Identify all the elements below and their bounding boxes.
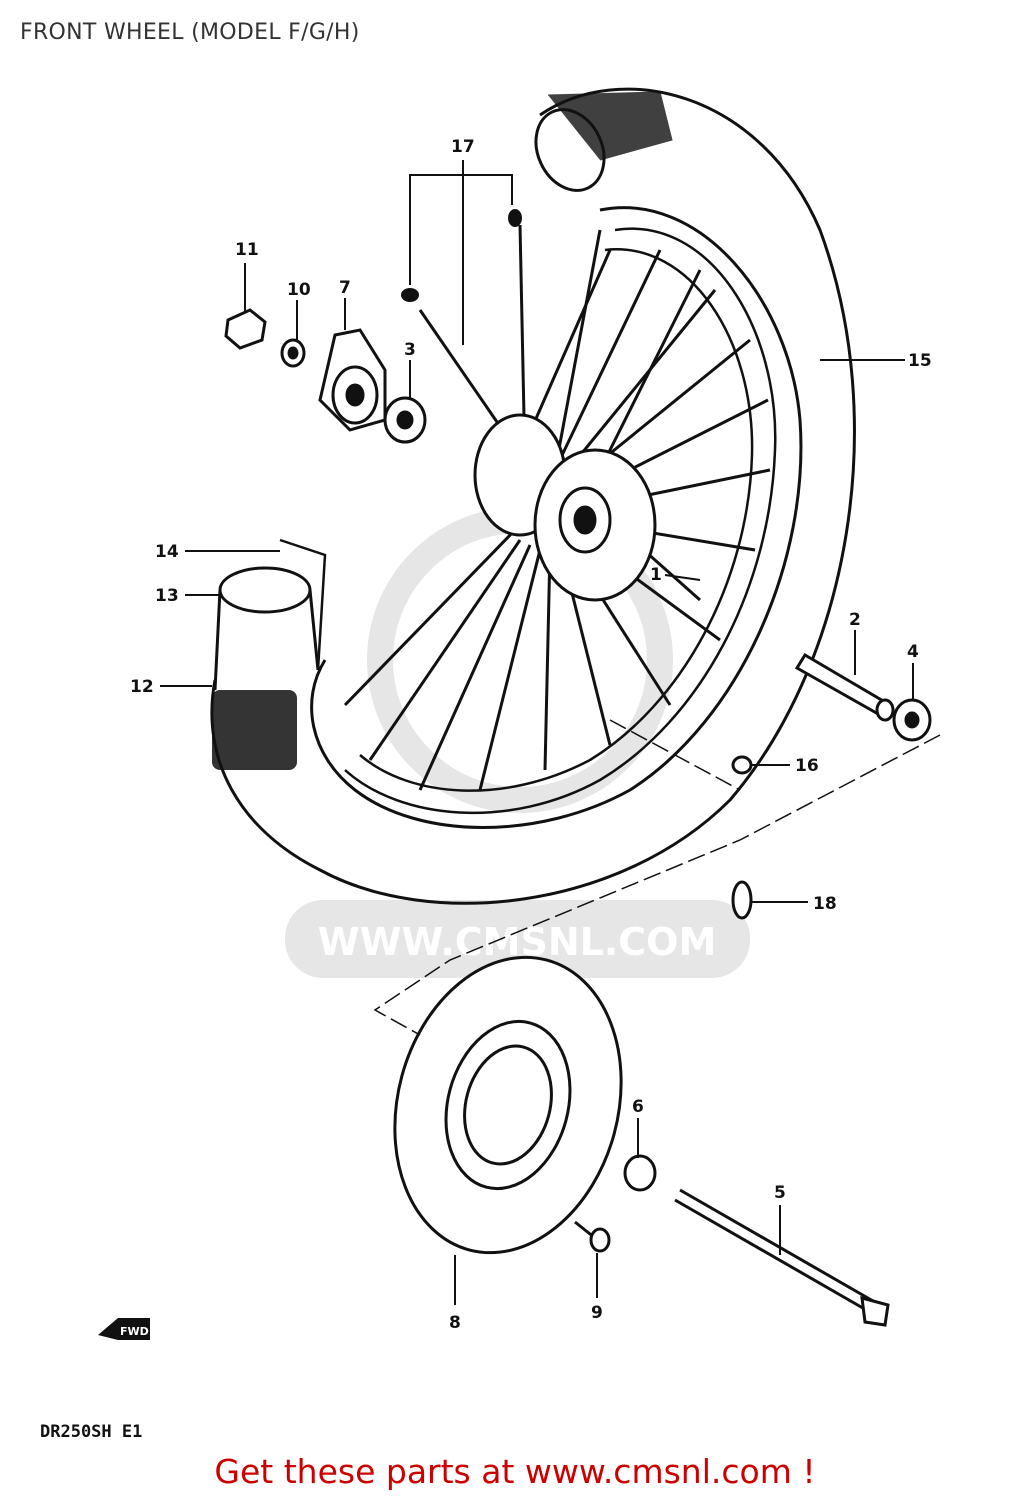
callout-2: 2: [849, 610, 861, 630]
hub: [473, 413, 657, 602]
callout-12: 12: [130, 677, 154, 697]
washer: [280, 338, 306, 368]
front-direction-arrow: FWD: [98, 1318, 150, 1340]
rim-lock-nut: [731, 880, 753, 920]
callout-10: 10: [287, 280, 311, 300]
rim: [344, 227, 777, 815]
bearing-right: [892, 698, 932, 742]
callout-3: 3: [404, 340, 416, 360]
tire-tread-left: [212, 690, 297, 770]
brake-disc: [393, 955, 623, 1255]
watermark: WWW.CMSNL.COM: [285, 507, 750, 978]
rim-band: [279, 538, 327, 671]
leader-lines: [160, 160, 914, 1305]
callout-16: 16: [795, 756, 819, 776]
callout-7: 7: [339, 278, 351, 298]
callout-8: 8: [449, 1313, 461, 1333]
cmsnl-parts-link[interactable]: Get these parts at www.cmsnl.com !: [214, 1452, 816, 1491]
callout-14: 14: [155, 542, 179, 562]
assembly-lines: [373, 719, 941, 1036]
callout-6: 6: [632, 1097, 644, 1117]
callout-9: 9: [591, 1303, 603, 1323]
page-title: FRONT WHEEL (MODEL F/G/H): [20, 20, 360, 45]
callout-4: 4: [907, 642, 919, 662]
speedometer-gearbox: [318, 328, 387, 432]
valve-cap: [731, 755, 753, 775]
model-code: DR250SH E1: [40, 1422, 143, 1442]
callout-labels: 11 10 7 3 17 15 14 13 12 1 2 4 16 18 6 5…: [130, 137, 932, 1333]
spoke-nipples: [401, 209, 522, 302]
bearing-left: [383, 396, 427, 444]
callout-18: 18: [813, 894, 837, 914]
tube: [213, 566, 320, 691]
callout-1: 1: [650, 565, 662, 585]
front-axle: [674, 1188, 890, 1327]
callout-17: 17: [451, 137, 475, 157]
callout-5: 5: [774, 1183, 786, 1203]
callout-13: 13: [155, 586, 179, 606]
callout-11: 11: [235, 240, 259, 260]
exploded-parts-diagram: WWW.CMSNL.COM: [98, 87, 941, 1340]
disc-bolt: [574, 1220, 611, 1253]
axle-washer: [623, 1154, 657, 1192]
axle-nut: [224, 308, 267, 350]
front-direction-label: FWD: [120, 1325, 149, 1338]
tire: [210, 87, 856, 905]
callout-15: 15: [908, 351, 932, 371]
axle-spacer: [794, 652, 895, 722]
